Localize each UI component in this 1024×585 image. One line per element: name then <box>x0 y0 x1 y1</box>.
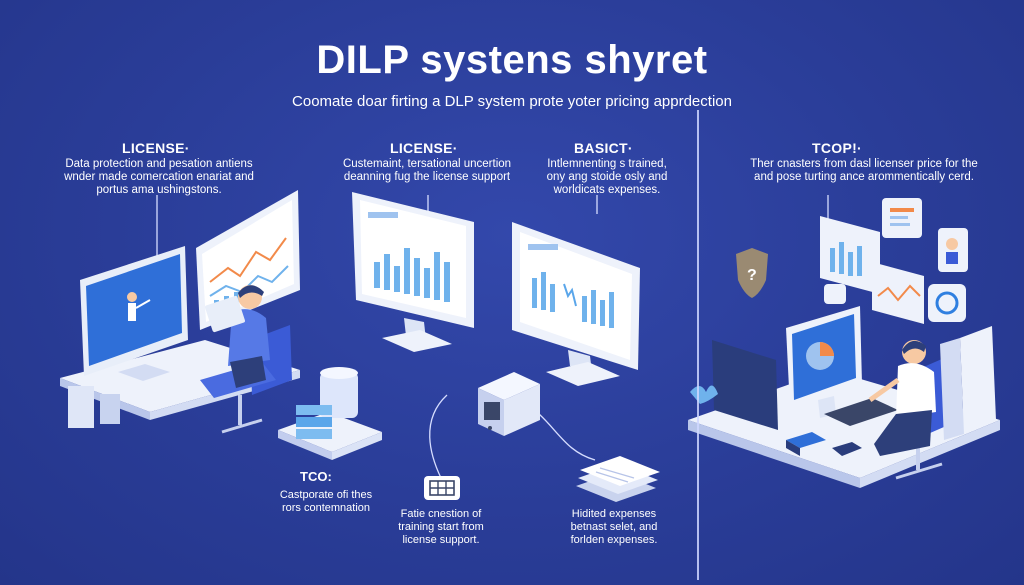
column-2-line: Custemaint, tersational uncertion <box>342 158 512 170</box>
footer-2-line: training start from <box>398 521 484 533</box>
footer-3-text: Hidited expenses betnast selet, and forl… <box>546 508 682 547</box>
column-1-text: Data protection and pesation antiens wnd… <box>42 158 276 197</box>
server-stack <box>278 367 382 460</box>
scene-workstation-right: ? <box>688 198 1000 488</box>
footer-1-line: Castporate ofi thes <box>279 489 373 501</box>
shield-icon <box>736 248 768 298</box>
footer-3-line: Hidited expenses <box>571 508 657 520</box>
column-1-line: Data protection and pesation antiens <box>65 158 253 170</box>
column-1-heading: LICENSE· <box>122 140 190 156</box>
column-2-heading: LICENSE· <box>390 140 458 156</box>
column-4-heading: TCOP!· <box>812 140 863 156</box>
footer-1-text: Castporate ofi thes rors contemnation <box>256 489 396 515</box>
footer-2-line: license support. <box>402 534 480 546</box>
scene-monitor-3 <box>512 222 640 386</box>
paper-stack-icon <box>576 456 660 502</box>
column-3-heading: BASICT· <box>574 140 633 156</box>
footer-1-heading: TCO: <box>300 469 332 484</box>
footer-3-line: forlden expenses. <box>570 534 658 546</box>
page-subtitle: Coomate doar firting a DLP system prote … <box>292 93 732 110</box>
column-3-line: ony ang stoide osly and <box>546 171 668 183</box>
scene-monitor-2 <box>352 192 474 352</box>
column-2-text: Custemaint, tersational uncertion deanni… <box>322 158 532 184</box>
column-1-line: wnder made comercation enariat and <box>64 171 254 183</box>
column-4-text: Ther cnasters from dasl licenser price f… <box>722 158 1006 184</box>
footer-2-text: Fatie cnestion of training start from li… <box>376 508 506 547</box>
column-3-line: Intlemnenting s trained, <box>547 158 667 170</box>
page-title: DILP systens shyret <box>316 38 708 82</box>
column-1-line: portus ama ushingstons. <box>96 184 222 196</box>
column-3-text: Intlemnenting s trained, ony ang stoide … <box>532 158 682 197</box>
column-4-line: Ther cnasters from dasl licenser price f… <box>750 158 978 170</box>
column-2-line: deanning fug the license support <box>343 171 511 183</box>
column-3-line: worldicats expenses. <box>553 184 661 196</box>
footer-3-line: betnast selet, and <box>570 521 658 533</box>
footer-1-line: rors contemnation <box>281 502 371 514</box>
router-device <box>478 372 540 436</box>
column-4-line: and pose turting ance arommentically cer… <box>754 171 974 183</box>
section-divider <box>697 110 699 580</box>
scene-workstation-left <box>60 190 300 434</box>
grid-icon <box>424 476 460 500</box>
svg-text:?: ? <box>747 267 757 284</box>
footer-2-line: Fatie cnestion of <box>400 508 482 520</box>
